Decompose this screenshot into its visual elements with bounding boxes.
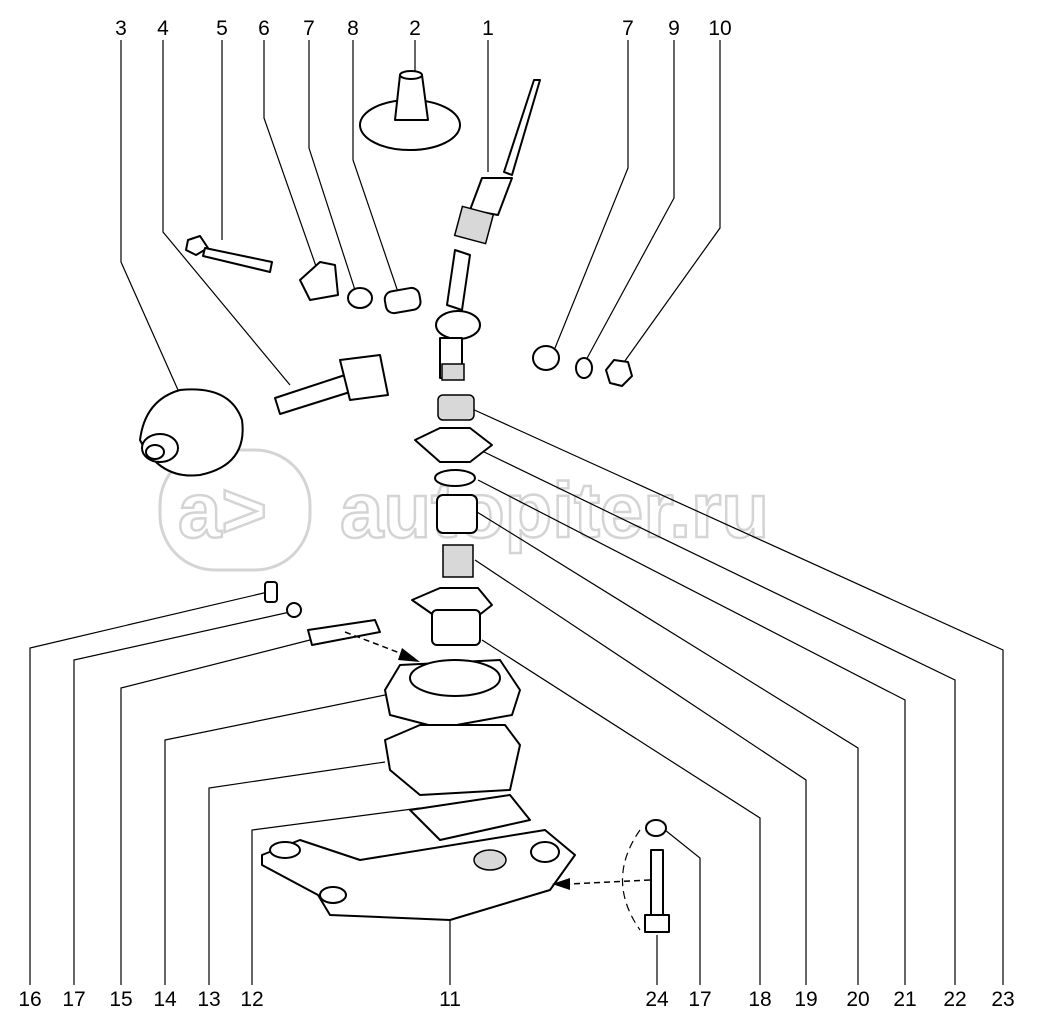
leader-line-14: [164, 694, 386, 985]
leader-line-16: [29, 591, 269, 985]
leader-line-23: [469, 407, 1004, 985]
part-17-washer-right: [645, 819, 667, 837]
part-11-bracket: [261, 829, 576, 921]
part-22-gasket: [414, 427, 493, 463]
leader-line-3: [120, 40, 179, 391]
part-23-bearing: [437, 394, 475, 421]
part-9-washer: [575, 357, 593, 379]
part-8-sleeve: [383, 286, 422, 315]
callout-label: 19: [794, 988, 817, 1011]
leader-line-18: [481, 639, 761, 985]
callout-label: 17: [688, 988, 711, 1011]
part-20-bush: [436, 494, 478, 534]
callout-label: 22: [943, 988, 966, 1011]
part-24-bolt: [644, 849, 670, 933]
watermark: a> autopiter.ru: [158, 448, 770, 572]
leader-line-7: [308, 40, 356, 291]
part-19-spring: [442, 544, 474, 578]
callout-label: 7: [303, 17, 315, 40]
leader-line-17: [664, 829, 701, 985]
part-17-washer: [286, 602, 302, 618]
part-12-gasket: [409, 794, 531, 841]
leader-line-9: [584, 40, 675, 363]
part-10-nut: [605, 359, 633, 387]
leader-line-21: [477, 479, 906, 985]
part-7-bushing: [347, 287, 373, 309]
leader-line-20: [476, 511, 859, 985]
callout-label: 5: [216, 17, 228, 40]
part-2-cap: [359, 70, 461, 151]
leader-line-17: [73, 611, 291, 985]
callout-label: 7: [622, 17, 634, 40]
callout-label: 8: [347, 17, 359, 40]
callout-label: 11: [439, 988, 461, 1011]
callout-label: 10: [708, 17, 731, 40]
callout-label: 4: [157, 17, 169, 40]
leader-line-8: [352, 40, 399, 293]
leader-line-12: [251, 807, 421, 985]
leader-line-6: [263, 40, 319, 273]
callout-label: 15: [109, 988, 132, 1011]
callout-label: 12: [240, 988, 263, 1011]
part-21-ring: [434, 469, 476, 487]
leader-line-15: [120, 639, 311, 985]
callout-label: 17: [62, 988, 85, 1011]
callout-label: 21: [893, 988, 916, 1011]
leader-line-10: [621, 40, 721, 366]
watermark-text: autopiter.ru: [340, 466, 769, 554]
part-16-screw: [264, 581, 278, 603]
callout-label: 9: [668, 17, 680, 40]
watermark-logo: a>: [178, 466, 267, 554]
callout-label: 20: [846, 988, 869, 1011]
part-6: [299, 261, 339, 301]
part-3-boot: [139, 388, 244, 477]
callout-label: 23: [991, 988, 1014, 1011]
leader-lines: [29, 40, 1004, 985]
callout-label: 6: [258, 17, 270, 40]
leader-line-22: [479, 449, 956, 985]
part-1-lever: [435, 79, 541, 381]
callout-label: 2: [409, 17, 421, 40]
callout-label: 14: [153, 988, 177, 1011]
leader-line-4: [162, 40, 291, 386]
part-18-housing: [411, 587, 493, 646]
part-5-bolt: [185, 235, 273, 273]
leader-line-13: [208, 761, 386, 985]
callout-label: 24: [645, 988, 669, 1011]
callout-label: 13: [197, 988, 220, 1011]
leader-line-7: [554, 40, 629, 349]
part-15-plate: [307, 619, 381, 646]
parts: [139, 70, 670, 933]
callout-label: 1: [482, 17, 494, 40]
part-4-shaft: [274, 354, 389, 415]
callout-label: 16: [18, 988, 41, 1011]
part-13-body: [384, 724, 521, 796]
part-7-bushing-right: [532, 345, 560, 371]
callout-label: 18: [748, 988, 771, 1011]
leader-line-19: [474, 559, 807, 985]
callout-label: 3: [115, 17, 127, 40]
